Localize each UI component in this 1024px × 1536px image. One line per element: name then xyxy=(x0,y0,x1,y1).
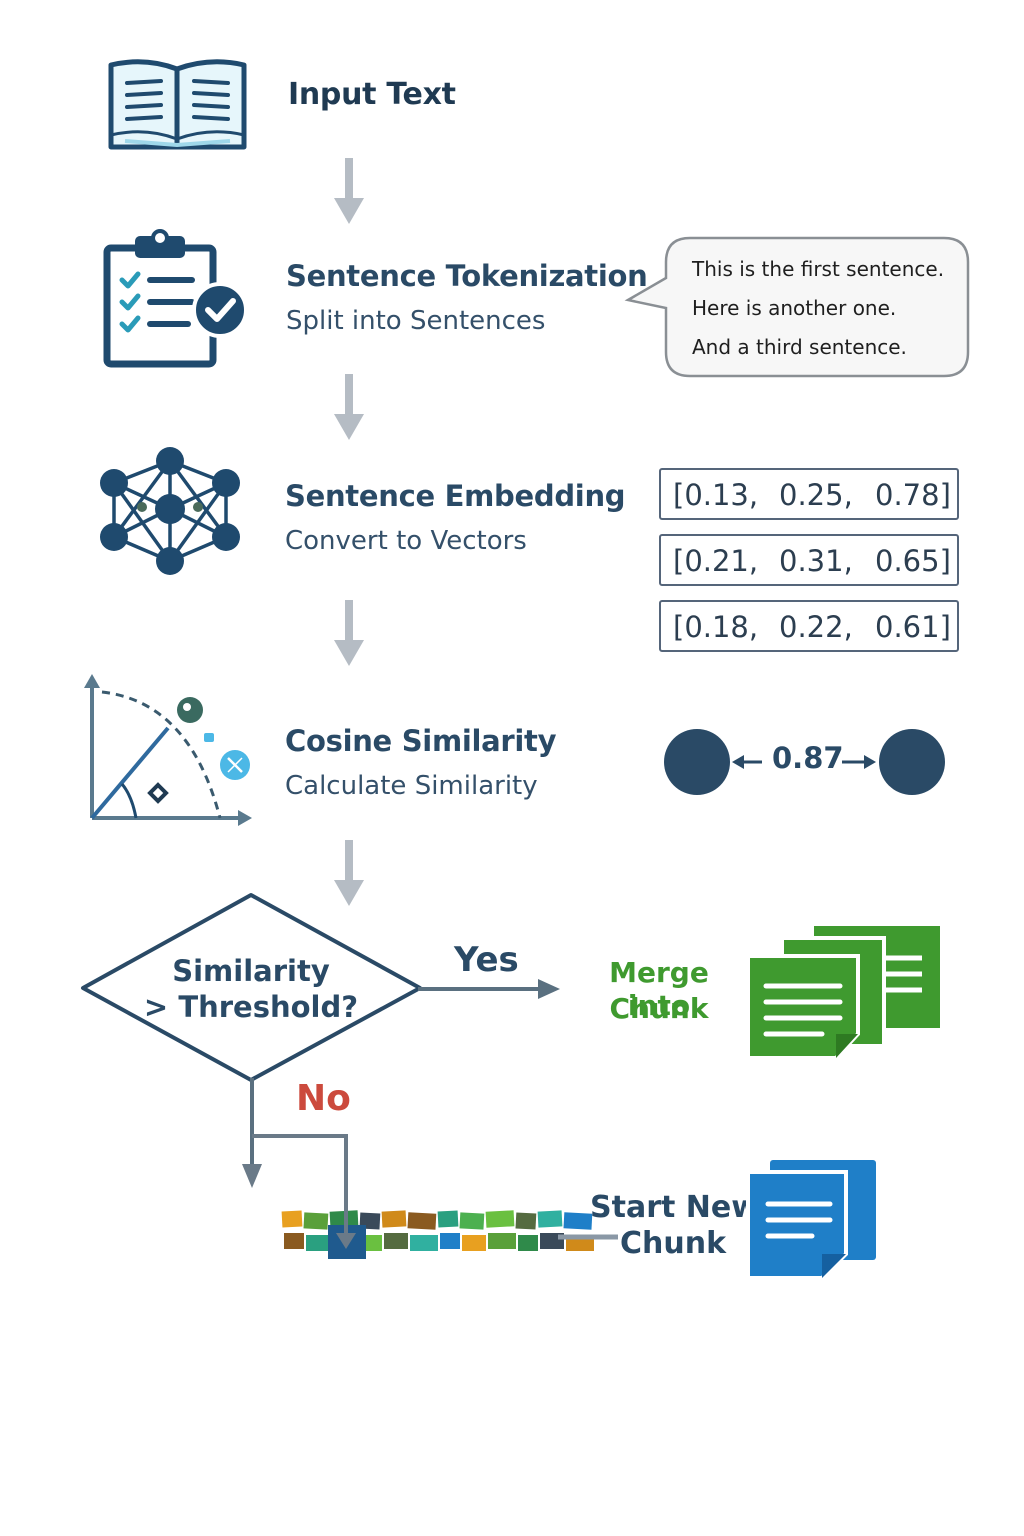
chunk-tile xyxy=(515,1212,537,1230)
chunk-tile xyxy=(410,1235,438,1251)
connector-line xyxy=(558,1234,618,1240)
decision-text-line1: Similarity xyxy=(172,954,330,988)
chunk-tile xyxy=(440,1233,460,1249)
tokenization-title: Sentence Tokenization xyxy=(286,259,648,293)
chunk-tile xyxy=(462,1235,486,1251)
down-arrow-icon xyxy=(334,158,364,224)
vector-value: [0.13, xyxy=(673,478,759,512)
neural-network-icon xyxy=(100,447,240,575)
chunk-tile xyxy=(518,1235,538,1251)
decision-diamond xyxy=(81,893,422,1082)
vector-row-1: [0.13, 0.25, 0.78] xyxy=(659,468,959,520)
chunk-tile xyxy=(384,1233,408,1249)
vector-row-2: [0.21, 0.31, 0.65] xyxy=(659,534,959,586)
vector-value: 0.22, xyxy=(779,610,853,644)
no-label: No xyxy=(296,1078,351,1119)
yes-arrow xyxy=(418,979,560,999)
document-icon xyxy=(746,1160,876,1280)
chunk-tile xyxy=(488,1233,516,1249)
vector-value: [0.18, xyxy=(673,610,759,644)
vector-value: 0.78] xyxy=(875,478,951,512)
merge-label-line1: Merge into xyxy=(609,956,709,1022)
chunk-tile xyxy=(459,1212,485,1230)
down-arrow-icon xyxy=(334,600,364,666)
speech-bubble xyxy=(624,236,970,378)
chunk-tile xyxy=(306,1235,330,1251)
similarity-score-graphic xyxy=(664,729,945,795)
merge-label-line2: Chunk xyxy=(609,992,709,1025)
down-arrow-icon xyxy=(334,374,364,440)
sentence-2: Here is another one. xyxy=(692,296,897,320)
vector-value: 0.25, xyxy=(779,478,853,512)
chunk-tile xyxy=(563,1212,593,1230)
clipboard-check-icon xyxy=(103,229,248,368)
vector-row-3: [0.18, 0.22, 0.61] xyxy=(659,600,959,652)
sentence-1: This is the first sentence. xyxy=(692,257,945,281)
angle-chart-icon xyxy=(84,674,252,826)
vector-value: [0.21, xyxy=(673,544,759,578)
stacked-documents-icon xyxy=(746,926,940,1060)
embedding-title: Sentence Embedding xyxy=(285,479,626,513)
chunk-tile xyxy=(284,1233,304,1249)
down-arrow-icon xyxy=(334,840,364,906)
chunk-tile xyxy=(485,1210,515,1228)
vector-value: 0.65] xyxy=(875,544,951,578)
new-chunk-line2: Chunk xyxy=(620,1226,727,1261)
chunk-tile xyxy=(437,1210,459,1228)
sentence-3: And a third sentence. xyxy=(692,335,907,359)
similarity-score: 0.87 xyxy=(772,741,844,775)
tokenization-subtitle: Split into Sentences xyxy=(286,306,546,336)
new-chunk-line1: Start New xyxy=(590,1190,759,1225)
decision-text-line2: > Threshold? xyxy=(143,990,359,1024)
input-text-title: Input Text xyxy=(288,77,456,112)
chunk-tile xyxy=(381,1210,407,1228)
no-branch-path xyxy=(242,1078,348,1226)
yes-label: Yes xyxy=(454,940,519,980)
chunk-tile xyxy=(281,1210,303,1228)
vector-value: 0.61] xyxy=(875,610,951,644)
chunk-tile xyxy=(362,1235,382,1251)
embedding-subtitle: Convert to Vectors xyxy=(285,526,527,556)
cosine-title: Cosine Similarity xyxy=(285,724,557,758)
chunk-tile xyxy=(537,1210,563,1228)
sentence-chunk-strip xyxy=(281,1203,594,1259)
vector-value: 0.31, xyxy=(779,544,853,578)
cosine-subtitle: Calculate Similarity xyxy=(285,771,538,801)
chunk-tile xyxy=(303,1212,329,1230)
open-book-icon xyxy=(108,59,247,150)
chunk-tile xyxy=(407,1212,437,1230)
